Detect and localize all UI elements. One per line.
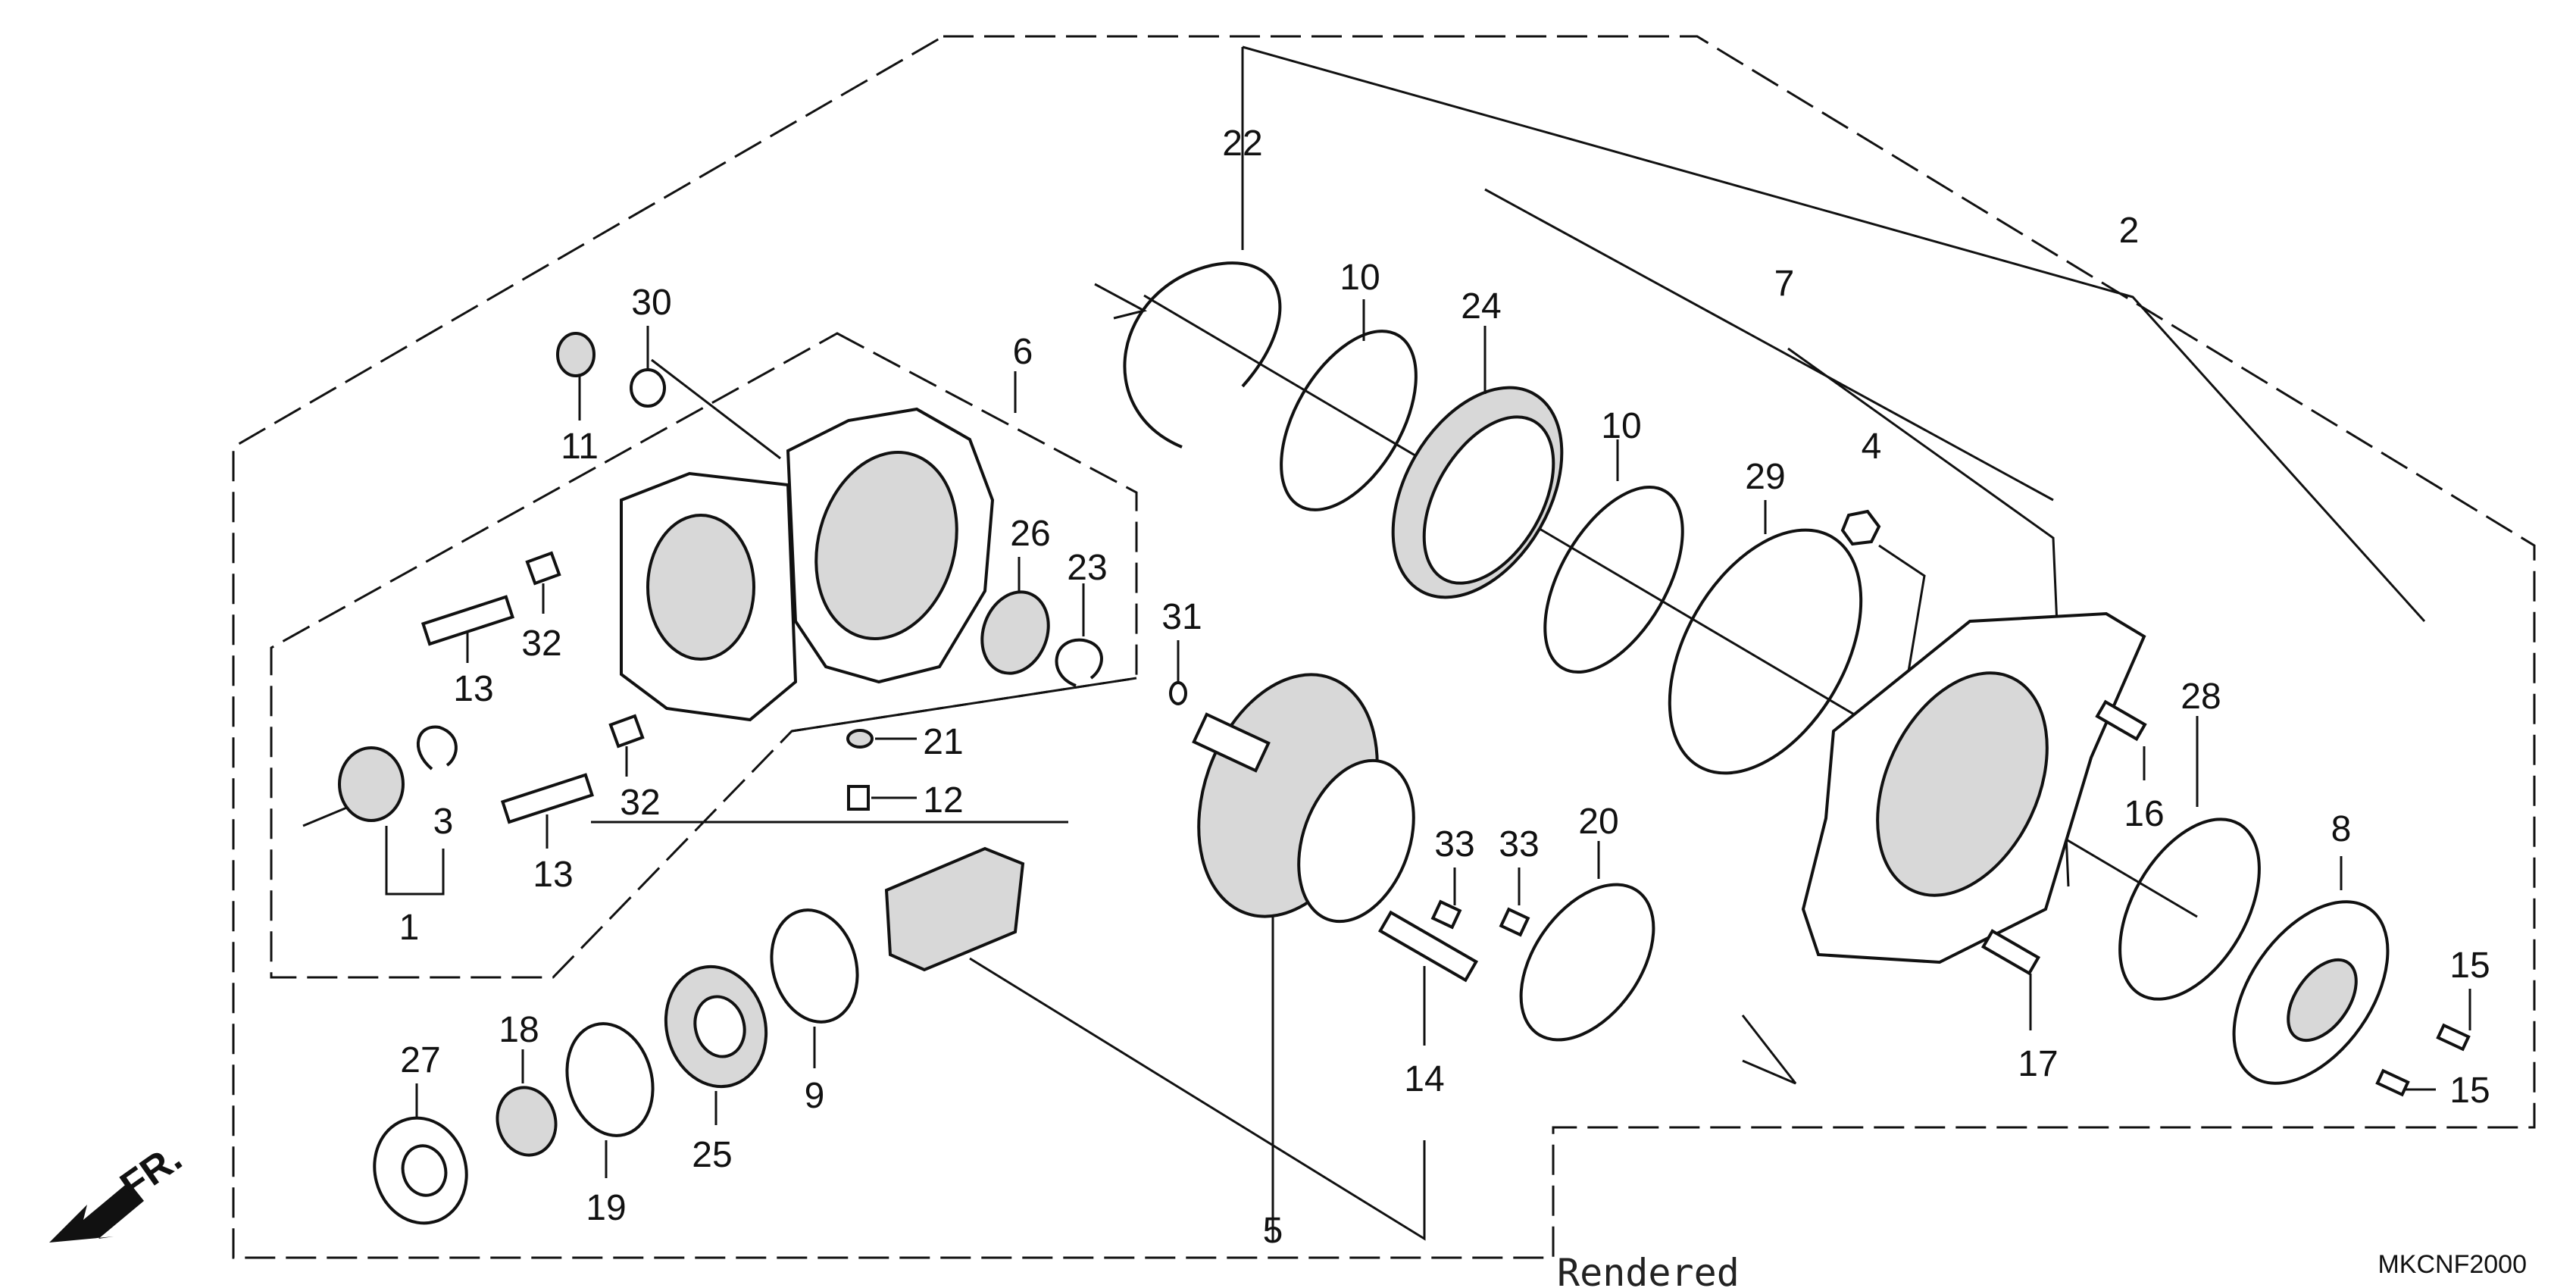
dowel-part-32a xyxy=(525,551,561,586)
bolt-part-16 xyxy=(2095,699,2147,742)
front-direction-indicator: FR. xyxy=(49,1136,189,1243)
ref-line-chevron-top xyxy=(1094,283,1148,320)
outer-dashed-boundary xyxy=(232,35,2536,1259)
gear-dashed-boundary xyxy=(791,677,1137,733)
front-arrow-icon xyxy=(49,1182,144,1243)
callout-22: 22 xyxy=(1222,123,1262,164)
callout-2: 2 xyxy=(2119,211,2140,251)
callout-15b: 15 xyxy=(2449,1071,2490,1111)
ref-line-lower xyxy=(969,957,1426,1241)
ref-line-4 xyxy=(1878,544,1926,713)
callout-21: 21 xyxy=(923,722,963,762)
ref-line-24 xyxy=(1484,188,2054,502)
callout-32a: 32 xyxy=(521,624,561,664)
seal-part-27 xyxy=(373,1116,468,1225)
callout-16: 16 xyxy=(2124,794,2164,834)
callout-6: 6 xyxy=(1013,332,1033,372)
bolt-part-17 xyxy=(1980,929,2041,976)
washer-part-21 xyxy=(846,729,874,749)
callout-20: 20 xyxy=(1578,802,1618,842)
stud-part-13a xyxy=(420,595,515,646)
circlip-part-22 xyxy=(1123,261,1282,449)
oring-part-20 xyxy=(1519,883,1655,1042)
ring-part-30 xyxy=(630,368,666,408)
gear-case-bore xyxy=(814,451,958,640)
needle-bearing-part xyxy=(338,746,405,822)
callout-1: 1 xyxy=(399,908,420,948)
rendered-stamp: Rendered xyxy=(1557,1251,1740,1288)
callout-5: 5 xyxy=(1263,1211,1283,1251)
nut-part-4 xyxy=(1840,509,1881,546)
stud-part-14 xyxy=(1377,910,1479,983)
ring-gear-hub xyxy=(1297,758,1415,924)
bearing-part-26 xyxy=(980,590,1050,675)
oring-part-9 xyxy=(770,908,859,1024)
callout-13b: 13 xyxy=(533,855,573,895)
callout-23: 23 xyxy=(1067,548,1107,588)
callout-19: 19 xyxy=(586,1188,626,1228)
ref-line-2 xyxy=(1242,45,2426,623)
ring-part-10a xyxy=(1280,330,1418,511)
callout-15a: 15 xyxy=(2449,946,2490,986)
bearing-part-25-inner xyxy=(693,995,746,1058)
callout-28: 28 xyxy=(2181,677,2221,717)
washer-part-31 xyxy=(1169,681,1187,705)
ring-part-10b xyxy=(1543,485,1684,674)
callout-14: 14 xyxy=(1404,1059,1444,1099)
callout-9: 9 xyxy=(805,1076,825,1116)
oring-part-29 xyxy=(1668,528,1863,775)
catalog-code: MKCNF2000 xyxy=(2377,1250,2527,1279)
circlip-part-23 xyxy=(1055,638,1103,687)
callout-17: 17 xyxy=(2018,1044,2058,1084)
seal-part-28 xyxy=(2118,818,2261,1001)
callout-11: 11 xyxy=(561,427,599,467)
plate-part-8-hub xyxy=(2287,958,2358,1043)
callout-13a: 13 xyxy=(453,669,493,709)
seal-part-27-inner xyxy=(401,1144,448,1197)
ring-gear-shaft xyxy=(1192,712,1271,773)
callout-4: 4 xyxy=(1862,427,1882,467)
callout-7: 7 xyxy=(1774,264,1795,304)
callout-3: 3 xyxy=(433,802,454,842)
callout-8: 8 xyxy=(2331,809,2352,849)
stud-part-13b xyxy=(500,773,595,824)
callout-32b: 32 xyxy=(620,783,660,823)
nut-part-18 xyxy=(496,1086,558,1157)
callout-26: 26 xyxy=(1010,514,1050,554)
callout-25: 25 xyxy=(692,1135,732,1175)
cover-plate-bore xyxy=(1876,671,2049,897)
pin-part-33b xyxy=(1499,907,1530,937)
callout-10a: 10 xyxy=(1340,258,1380,298)
callout-12: 12 xyxy=(923,780,963,821)
callout-29: 29 xyxy=(1745,457,1785,497)
screw-part-15a xyxy=(2436,1023,2471,1052)
callout-33b: 33 xyxy=(1499,824,1539,864)
callout-31: 31 xyxy=(1161,597,1202,637)
callout-33a: 33 xyxy=(1434,824,1474,864)
callout-27: 27 xyxy=(400,1040,440,1080)
dowel-part-32b xyxy=(608,714,645,749)
screw-part-15b xyxy=(2375,1068,2410,1097)
housing-block-bore xyxy=(646,514,755,661)
callout-18: 18 xyxy=(499,1010,539,1050)
housing-dashed-boundary xyxy=(270,332,1138,979)
callout-24: 24 xyxy=(1461,286,1501,327)
circlip-part-3 xyxy=(417,725,458,771)
pin-part-33a xyxy=(1430,899,1462,930)
ref-line-housing xyxy=(651,358,781,460)
plug-part-12 xyxy=(847,785,870,811)
cage-part-19 xyxy=(565,1022,655,1137)
holder-part-24-inner xyxy=(1422,415,1555,585)
pinion-gear-part xyxy=(884,846,1025,972)
ref-line-chevron-bottom xyxy=(1741,1014,1797,1085)
callout-10b: 10 xyxy=(1601,406,1641,446)
seal-part-11 xyxy=(556,332,596,377)
ref-line-1 xyxy=(385,826,445,896)
callout-30: 30 xyxy=(631,283,671,323)
